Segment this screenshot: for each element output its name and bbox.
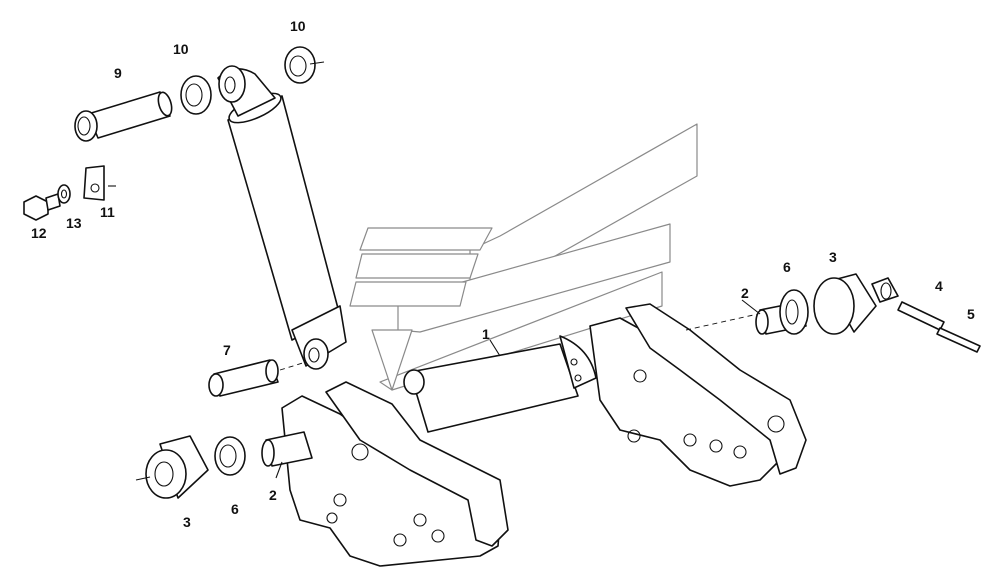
watermark-logo (349, 123, 698, 395)
pin-4 (897, 301, 945, 331)
bracket-left (281, 381, 509, 567)
callout-4: 4 (935, 278, 943, 294)
washer-6-left (214, 436, 246, 476)
lock-plate-11 (83, 165, 116, 201)
callout-9: 9 (114, 65, 122, 81)
leader-lines (275, 299, 761, 479)
callout-13: 13 (66, 215, 82, 231)
shaft-stub-2-left (261, 431, 313, 467)
pin-5 (936, 327, 981, 353)
pin-7 (208, 359, 307, 397)
bushing-3-left (135, 435, 209, 499)
callout-7: 7 (223, 342, 231, 358)
callout-2-left: 2 (269, 487, 277, 503)
washer-6-right (779, 289, 809, 335)
cross-shaft-1 (403, 335, 597, 433)
callout-6-left: 6 (231, 501, 239, 517)
seal-ring-10-left (180, 75, 212, 115)
callout-10-left: 10 (173, 41, 189, 57)
callout-3-left: 3 (183, 514, 191, 530)
callout-12: 12 (31, 225, 47, 241)
callouts: 9 10 10 12 13 11 7 1 2 3 6 2 6 3 4 5 (31, 18, 975, 530)
bolt-12 (23, 193, 61, 221)
pin-9 (74, 91, 173, 142)
bracket-right (589, 303, 807, 487)
callout-6-right: 6 (783, 259, 791, 275)
callout-5: 5 (967, 306, 975, 322)
callout-11: 11 (100, 204, 115, 220)
callout-1: 1 (482, 326, 490, 342)
callout-2-right: 2 (741, 285, 749, 301)
bushing-3-right (813, 273, 899, 335)
hydraulic-cylinder (217, 65, 347, 370)
callout-10-right: 10 (290, 18, 306, 34)
seal-ring-10-right (284, 46, 316, 84)
callout-3-right: 3 (829, 249, 837, 265)
washer-13 (57, 184, 71, 204)
